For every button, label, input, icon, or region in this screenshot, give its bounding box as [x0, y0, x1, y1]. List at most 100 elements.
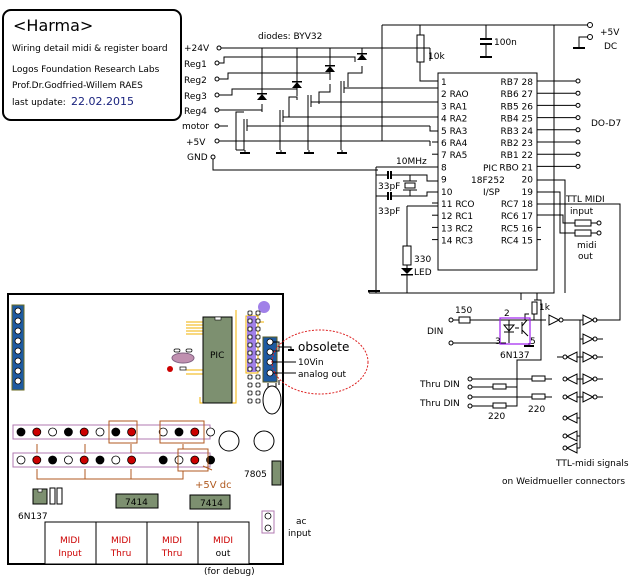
connector-pin [158, 455, 168, 465]
connector-pin [95, 455, 105, 465]
inverter-gate [582, 351, 595, 363]
output-terminal [575, 90, 581, 96]
opto-pin3: 3 [495, 337, 501, 347]
connector-pin [79, 427, 89, 437]
rb-outputs [537, 78, 581, 169]
inverter-gate [582, 333, 595, 345]
input-24v: +24V [184, 44, 210, 54]
resistor-midi-out-1 [574, 219, 592, 227]
connector-pin [16, 455, 26, 465]
pad [255, 342, 261, 348]
power-label-dc: DC [604, 42, 617, 52]
pic-pin-left: 4 RA2 [441, 115, 467, 125]
opto-part: 6N137 [500, 351, 530, 361]
output-terminal [575, 115, 581, 121]
connector-pin [111, 455, 121, 465]
pic-pin-left: 13 RC2 [441, 224, 473, 234]
midi-connector [146, 521, 199, 565]
ttl-midi-input-label2: input [570, 207, 594, 217]
pad [255, 366, 261, 372]
pad [255, 398, 261, 404]
header-pin [14, 347, 22, 355]
inverter-gate [565, 412, 578, 424]
resistor-10k-label: 10k [428, 52, 445, 62]
resistor-midi-out-2 [574, 229, 592, 237]
pic-pin-right: 19 [522, 188, 534, 198]
subtitle: Wiring detail midi & register board [12, 44, 168, 54]
cap2-label: 33pF [378, 207, 400, 217]
midi-connector [197, 521, 250, 565]
opto-coupler-6n137 [499, 317, 531, 345]
header-pin [14, 357, 22, 365]
pad [247, 374, 253, 380]
input-reg4: Reg4 [184, 107, 207, 117]
pad [255, 350, 261, 356]
pic-pin-right: RC4 15 [501, 237, 533, 247]
pad [247, 366, 253, 372]
opto-pin2: 2 [504, 309, 510, 319]
pic-pin-left: 8 [441, 163, 447, 173]
debug-note: (for debug) [204, 567, 255, 577]
title-box-frame [2, 9, 182, 121]
midi-connector-label: MIDI [60, 536, 80, 546]
plus5v-label: +5V dc [195, 480, 232, 491]
driver-section: diodes: BYV32 +24V Reg1 Reg2 Reg3 Reg4 m… [182, 32, 430, 171]
title-box: <Harma> Wiring detail midi & register bo… [2, 9, 182, 121]
connector-pin [79, 455, 89, 465]
ic1-label: 7414 [125, 498, 148, 508]
pad [255, 390, 261, 396]
r-thru1-label: 220 [528, 405, 545, 415]
ttl-midi-input-label: TTL MIDI [565, 195, 605, 205]
input-reg2: Reg2 [184, 76, 207, 86]
terminal-dc [587, 34, 593, 40]
pic-pin-right: RBO 21 [499, 163, 533, 173]
inverter-gate [565, 391, 578, 403]
connector-pin [16, 427, 26, 437]
board-pic-label: PIC [210, 351, 224, 361]
midi-connector-sublabel: Thru [110, 549, 132, 559]
input-reg3: Reg3 [184, 92, 207, 102]
pad [247, 334, 253, 340]
connector-pin [64, 455, 73, 465]
pic-model: 18F252 [471, 176, 505, 186]
pad [255, 382, 261, 388]
caption-line2: on Weidmueller connectors [502, 477, 625, 487]
output-terminal [575, 102, 581, 108]
pic-pin-left: 2 RAO [441, 90, 469, 100]
led-label: LED [414, 268, 432, 278]
pad [247, 326, 253, 332]
ground-symbols [240, 150, 347, 154]
resistor-150 [458, 316, 471, 324]
midi-connector [95, 521, 148, 565]
inverter-gate [548, 314, 561, 326]
board-layout: PIC obsolete 10Vin analog out [7, 293, 369, 577]
inverter-gate [565, 430, 578, 442]
output-terminal [575, 139, 581, 145]
ac-label: ac [296, 517, 307, 527]
header-pin [14, 307, 22, 315]
inverter-gate [565, 351, 578, 363]
connector-pin [64, 427, 73, 437]
inverter-gate [565, 373, 578, 385]
connector-pin [206, 427, 216, 437]
midi-connector-label: MIDI [213, 536, 233, 546]
board-7805 [271, 460, 282, 486]
pad [247, 310, 253, 316]
pad [247, 390, 253, 396]
connector-pin [127, 455, 137, 465]
terminal-5v [587, 22, 593, 28]
diodes [257, 53, 367, 100]
midi-out-label2: out [578, 252, 593, 262]
resistor-330 [402, 245, 412, 266]
cap1-label: 33pF [378, 182, 400, 192]
header-pin [14, 337, 22, 345]
pad [255, 334, 261, 340]
thru2-label: Thru DIN [419, 399, 460, 409]
driver-wiring [210, 45, 430, 171]
pic-name: PIC [483, 164, 497, 174]
pad [247, 342, 253, 348]
jumper-links [36, 420, 213, 480]
header-pin [14, 317, 22, 325]
